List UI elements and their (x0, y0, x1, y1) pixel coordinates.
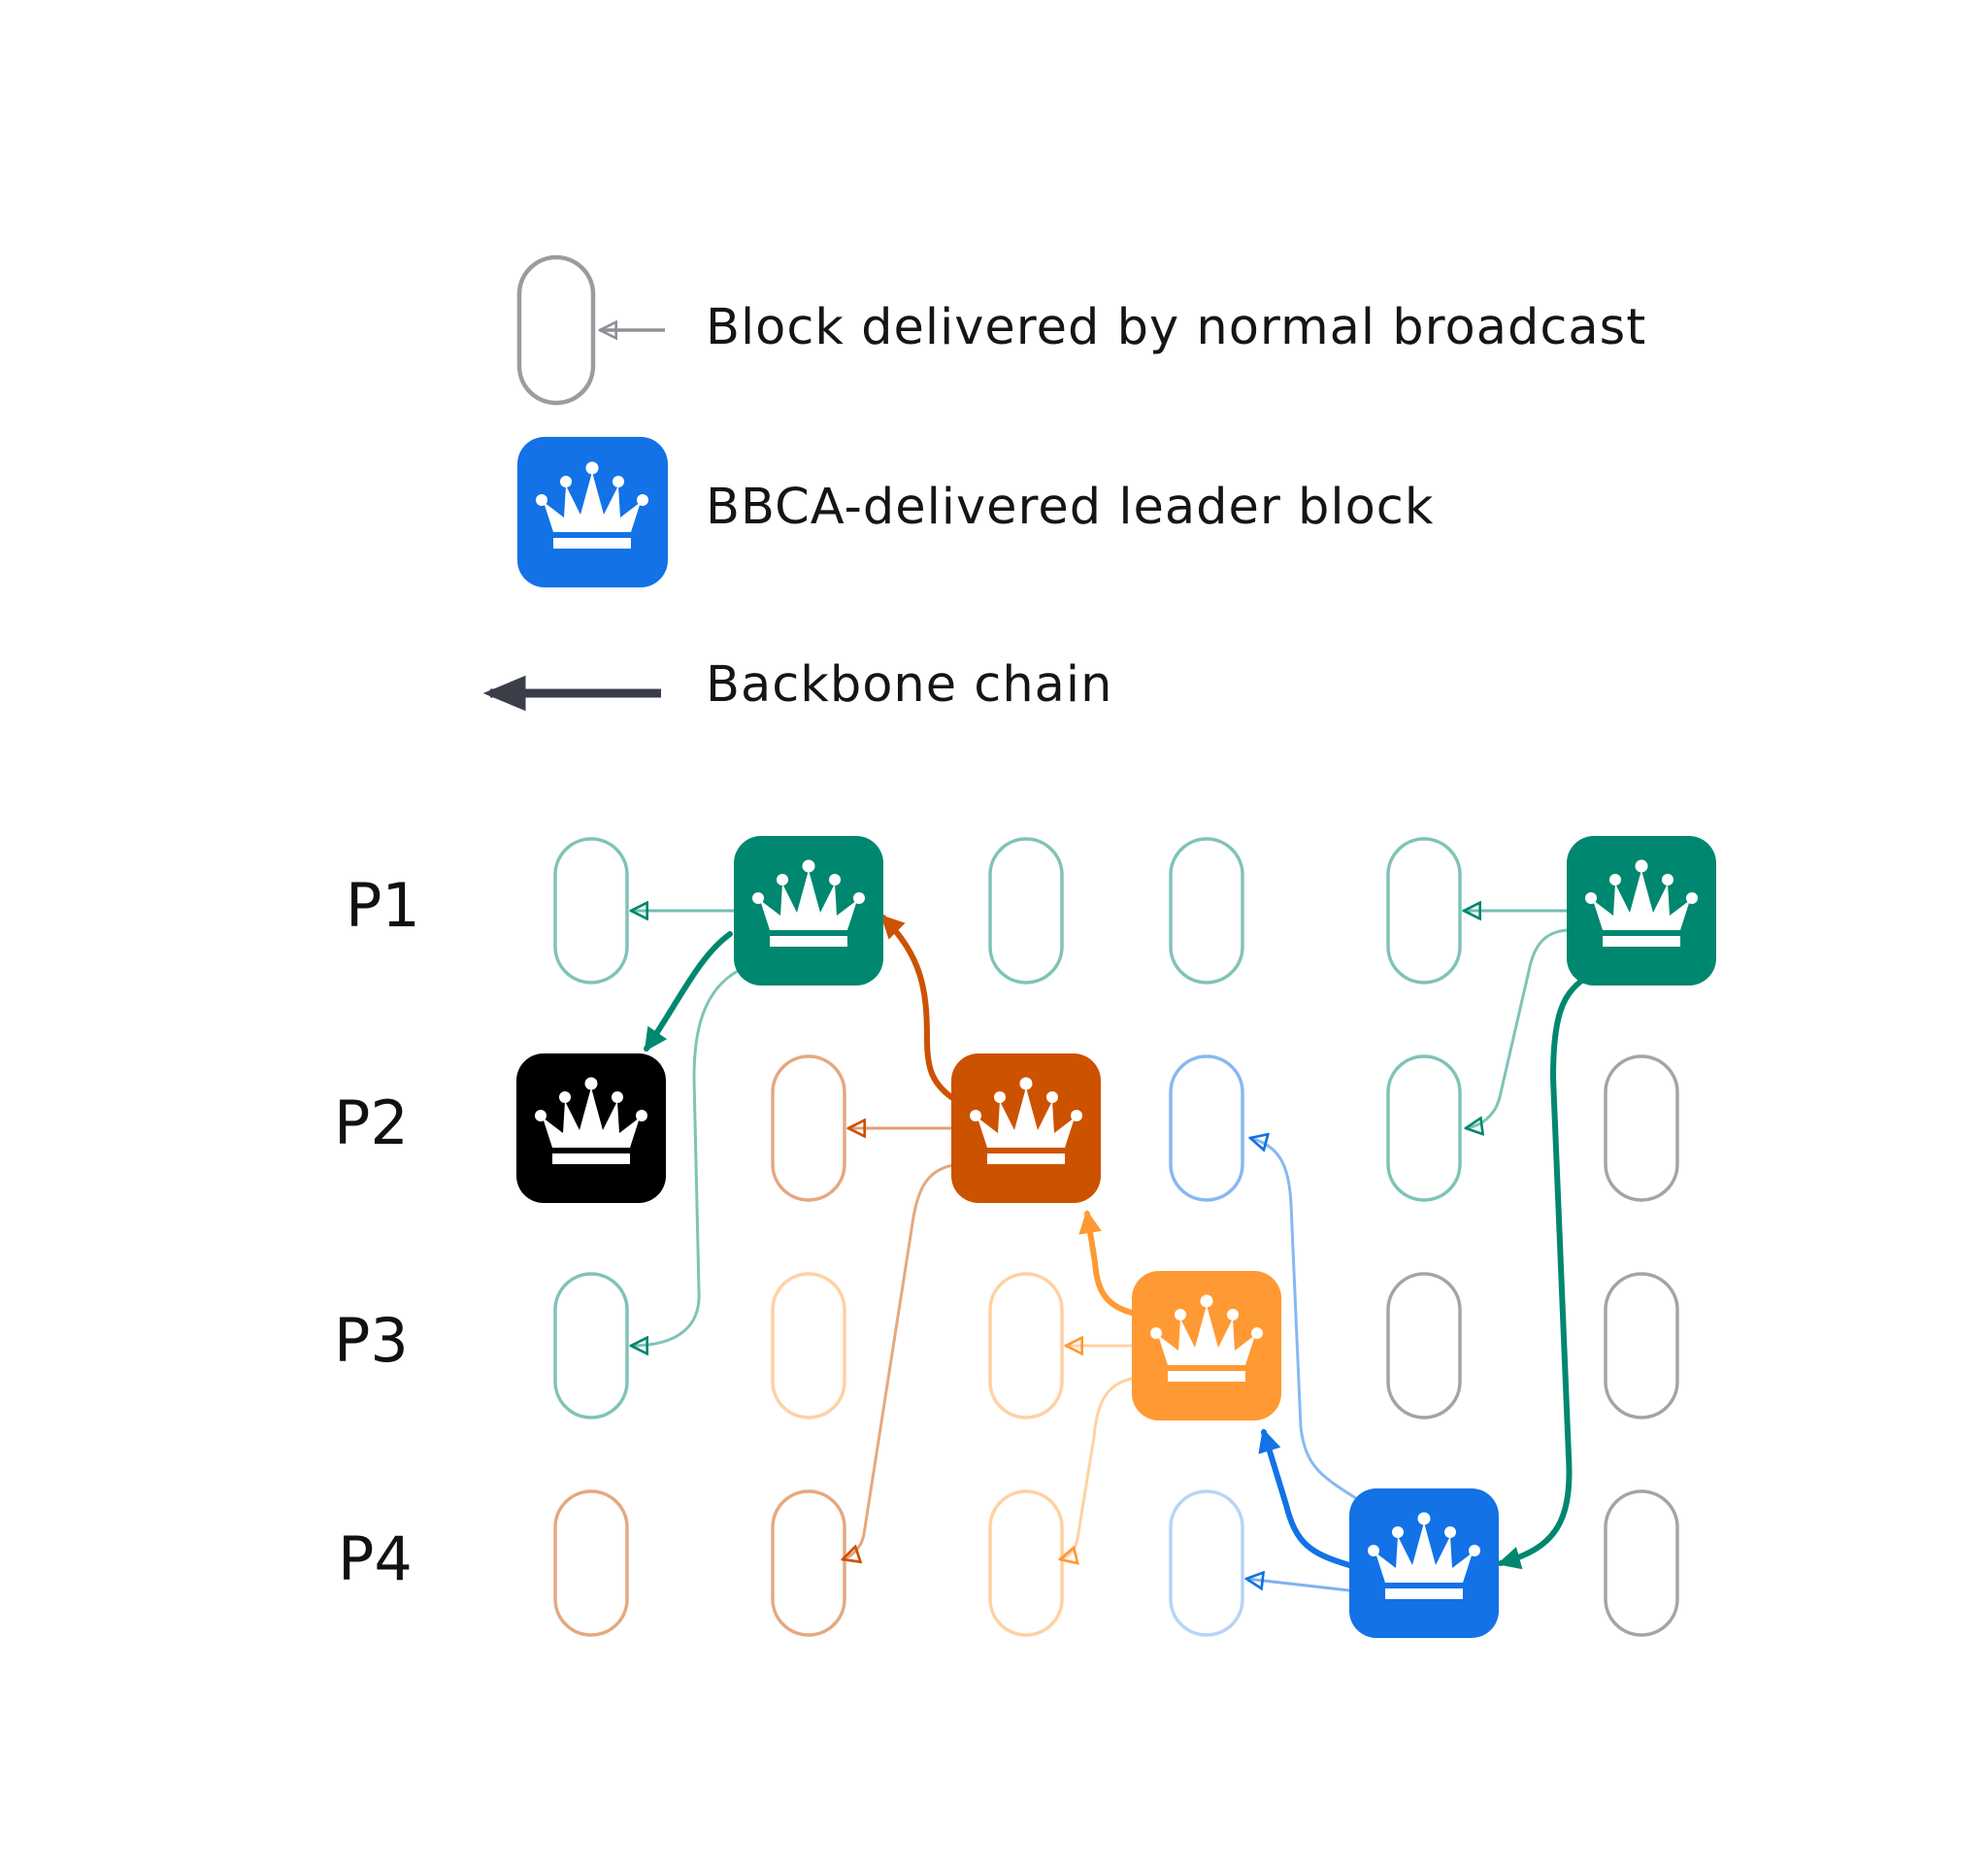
leader-block-p3 (1132, 1271, 1281, 1420)
backbone-edge (644, 931, 733, 1052)
block-normal (988, 837, 1064, 985)
block-normal (1386, 837, 1462, 985)
block-normal (988, 1489, 1064, 1637)
block-normal (553, 1489, 629, 1637)
legend-graphics (482, 254, 668, 712)
block-normal (1169, 837, 1244, 985)
leader-block-p2 (516, 1053, 666, 1203)
backbone-edge (1078, 1210, 1135, 1316)
ref-edge (1250, 1138, 1361, 1502)
block-normal (771, 1272, 846, 1420)
row-label-p3: P3 (334, 1305, 409, 1376)
block-normal (1604, 1272, 1679, 1420)
leader-block-p2 (951, 1053, 1101, 1203)
ref-edge (631, 969, 740, 1346)
leader-block-p1 (734, 836, 883, 986)
ref-edge (1246, 1579, 1351, 1592)
legend-normal-block-label: Block delivered by normal broadcast (706, 299, 1647, 356)
backbone-edge (880, 915, 954, 1100)
ref-edge (1466, 928, 1569, 1128)
block-normal (988, 1272, 1064, 1420)
ref-edge (1060, 1377, 1134, 1559)
block-normal (553, 1272, 629, 1420)
row-label-p4: P4 (338, 1523, 413, 1594)
block-normal (553, 837, 629, 985)
legend-backbone-label: Backbone chain (706, 656, 1113, 714)
block-normal (1604, 1054, 1679, 1202)
block-normal (1169, 1489, 1244, 1637)
legend-normal-block (516, 254, 596, 406)
block-normal (1604, 1489, 1679, 1637)
backbone-edge (1258, 1428, 1352, 1568)
row-label-p2: P2 (334, 1087, 409, 1158)
row-label-p1: P1 (346, 870, 420, 941)
block-normal (771, 1054, 846, 1202)
block-normal (1386, 1272, 1462, 1420)
nodes-layer (516, 836, 1716, 1638)
block-normal (771, 1489, 846, 1637)
leader-block-p1 (1567, 836, 1716, 986)
backbone-edge (1497, 973, 1593, 1570)
legend-leader-block (517, 437, 668, 587)
block-normal (1169, 1054, 1244, 1202)
block-normal (1386, 1054, 1462, 1202)
edges-layer (631, 911, 1593, 1592)
ref-edge (843, 1163, 955, 1559)
leader-block-p4 (1349, 1488, 1499, 1638)
legend-leader-block-label: BBCA-delivered leader block (706, 479, 1435, 536)
